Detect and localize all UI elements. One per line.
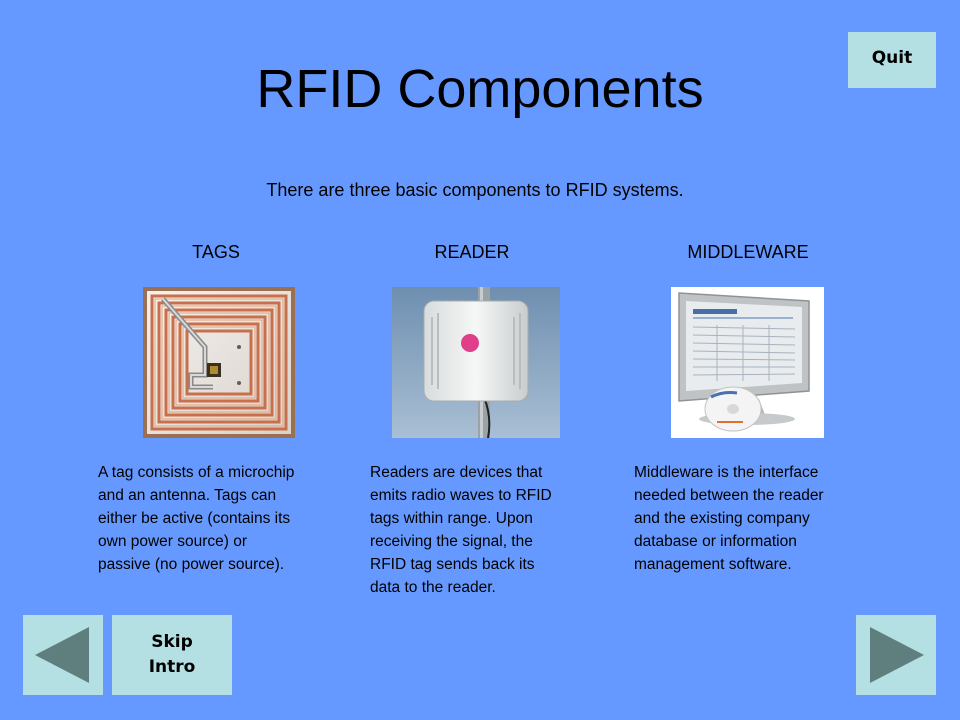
heading-middleware: MIDDLEWARE (687, 242, 809, 262)
skip-intro-label-line2: Intro (148, 657, 196, 677)
reader-description-line: RFID tag sends back its (370, 556, 535, 573)
middleware-description: Middleware is the interface needed betwe… (634, 461, 884, 576)
skip-intro-button[interactable]: Skip Intro (112, 615, 232, 695)
reader-description-line: emits radio waves to RFID (370, 487, 552, 504)
middleware-description-line: needed between the reader (634, 487, 824, 504)
tags-description-line: and an antenna. Tags can (98, 487, 277, 504)
reader-description: Readers are devices that emits radio wav… (370, 461, 610, 599)
middleware-description-line: Middleware is the interface (634, 464, 819, 481)
tags-description-line: either be active (contains its (98, 510, 291, 527)
middleware-description-line: management software. (634, 556, 792, 573)
next-button[interactable] (856, 615, 936, 695)
tags-description-line: passive (no power source). (98, 556, 285, 573)
middleware-description-line: and the existing company (634, 510, 810, 527)
tags-description-line: A tag consists of a microchip (98, 464, 295, 481)
middleware-description-line: database or information (634, 533, 797, 550)
reader-description-line: data to the reader. (370, 579, 496, 596)
rfid-tag-image (143, 287, 295, 438)
previous-button[interactable] (23, 615, 103, 695)
heading-tags: TAGS (192, 242, 240, 262)
reader-description-line: tags within range. Upon (370, 510, 533, 527)
tags-description: A tag consists of a microchip and an ant… (98, 461, 348, 576)
reader-description-line: Readers are devices that (370, 464, 543, 481)
rfid-reader-image (392, 287, 560, 438)
quit-button[interactable]: Quit (848, 32, 936, 88)
slide-title: RFID Components (256, 59, 704, 119)
middleware-monitor-image (671, 287, 824, 438)
triangle-right-icon (870, 627, 924, 683)
skip-intro-label-line1: Skip (151, 632, 193, 652)
intro-text: There are three basic components to RFID… (266, 180, 684, 200)
triangle-left-icon (35, 627, 89, 683)
reader-description-line: receiving the signal, the (370, 533, 533, 550)
heading-reader: READER (434, 242, 510, 262)
tags-description-line: own power source) or (98, 533, 248, 550)
